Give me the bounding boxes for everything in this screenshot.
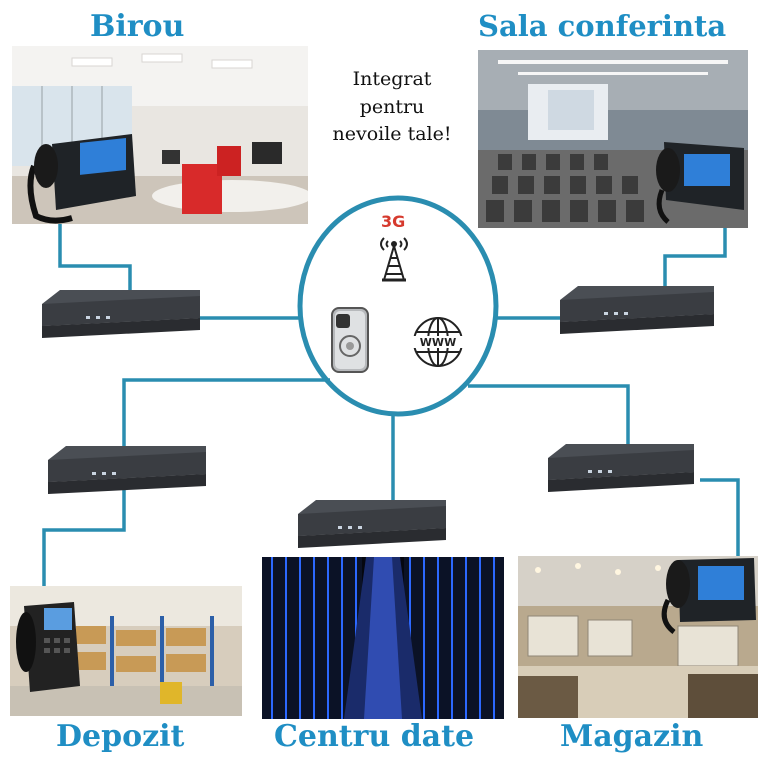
label-conference: Sala conferinta [478,9,727,43]
svg-text:WWW: WWW [420,336,456,349]
photo-warehouse [10,586,242,716]
label-datacenter: Centru date [274,719,475,754]
ip-phone-icon [661,558,756,634]
globe-www-icon: WWW [412,317,464,367]
tagline-line-2: pentru [359,95,425,118]
cell-label: 3G [381,212,406,231]
smartphone-icon [331,307,369,373]
photo-office [12,46,308,224]
tagline-line-3: nevoile tale! [332,123,452,146]
pbx-device-store [548,444,696,496]
photo-store [518,556,758,718]
network-hub-ring [297,195,499,417]
photo-conference [478,50,748,228]
label-office: Birou [90,9,185,44]
tagline: Integrat pentru nevoile tale! [312,66,472,149]
cell-tower-icon [380,237,408,282]
tagline-line-1: Integrat [352,68,432,90]
pbx-device-conference [560,286,716,338]
ip-phone-icon [16,602,80,692]
pbx-device-datacenter [298,500,448,552]
label-store: Magazin [560,719,704,754]
label-warehouse: Depozit [56,719,185,754]
pbx-device-warehouse [48,446,208,498]
pbx-device-office [42,290,202,342]
ip-phone-icon [656,142,744,224]
photo-datacenter [262,557,504,719]
ip-phone-icon [27,134,136,224]
